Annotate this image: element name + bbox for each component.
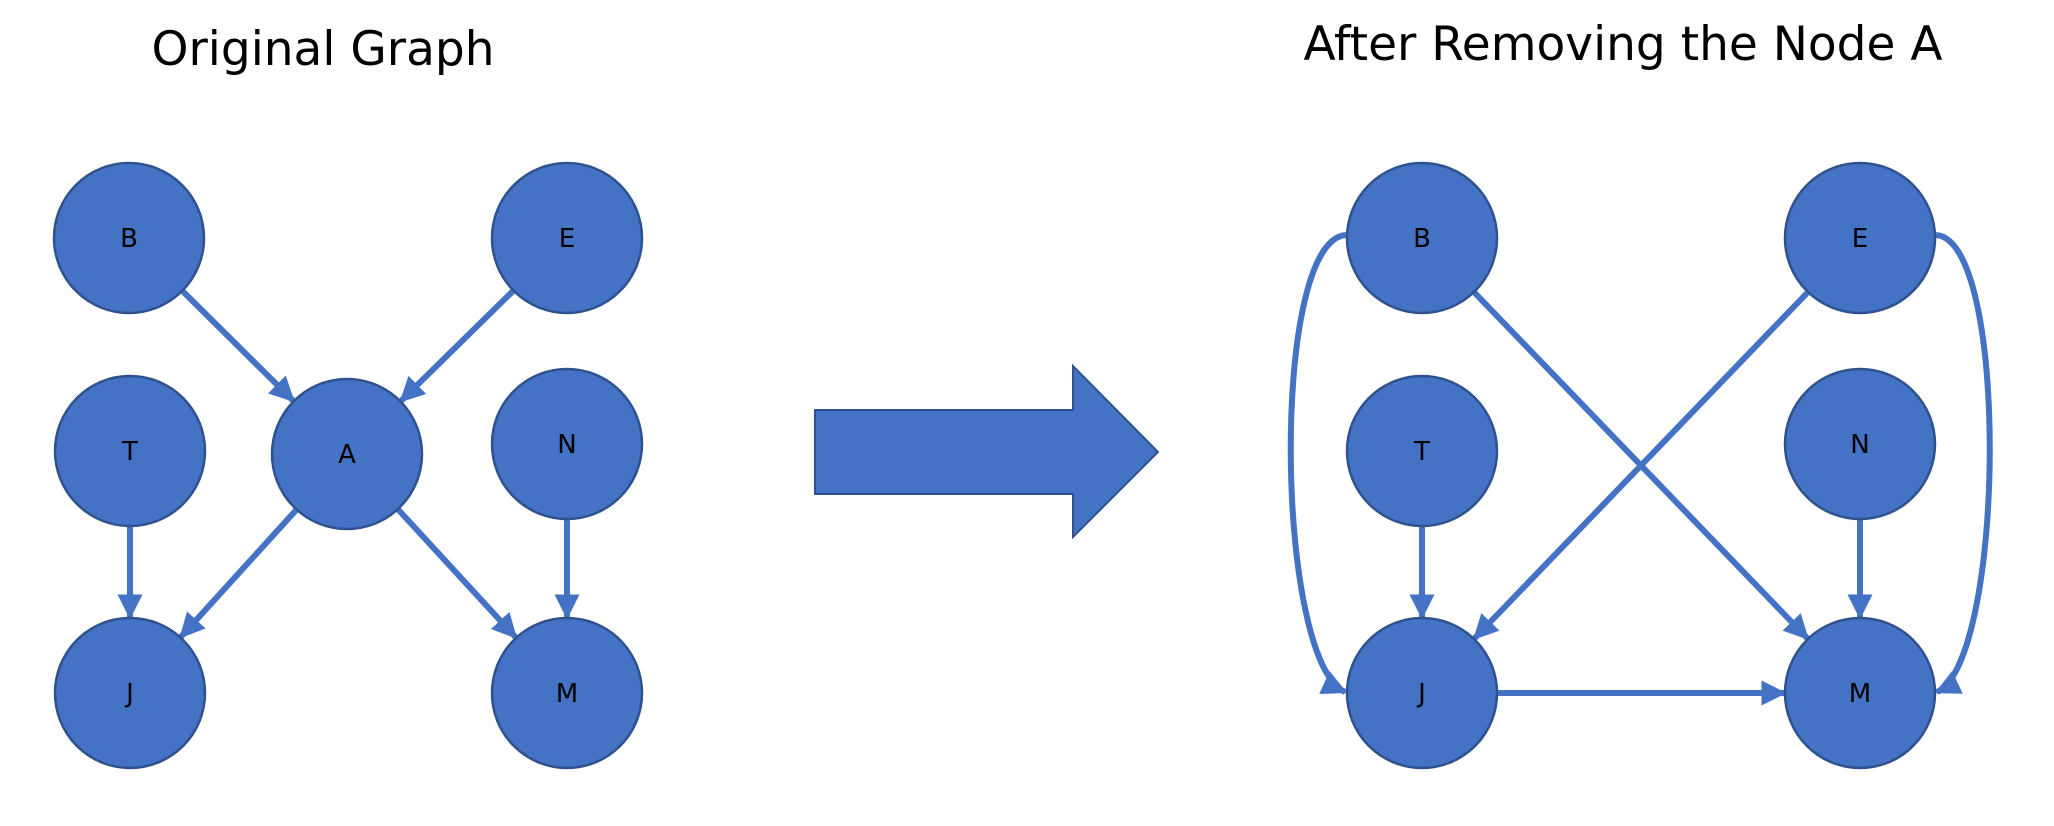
node-label: B (1413, 224, 1431, 254)
node-label: N (557, 430, 576, 460)
node-label: B (120, 224, 138, 254)
node-label: J (124, 679, 134, 709)
after-removal-title: After Removing the Node A (1303, 17, 1942, 72)
node-j: J (53, 616, 207, 770)
node-circle (490, 161, 644, 315)
node-m: M (1783, 616, 1937, 770)
edge-b-to-a (180, 289, 296, 403)
node-n: N (1783, 367, 1937, 521)
node-circle (1345, 616, 1499, 770)
node-n: N (490, 367, 644, 521)
node-circle (52, 161, 206, 315)
node-label: T (121, 437, 138, 467)
node-circle (53, 374, 207, 528)
node-circle (490, 616, 644, 770)
edge-e-to-m (1934, 232, 1993, 695)
node-label: E (559, 224, 575, 254)
node-b: B (1345, 161, 1499, 315)
original-graph-nodes: B E T A N J M (52, 161, 644, 770)
edge-e-to-j (1472, 290, 1810, 641)
node-label: J (1416, 679, 1426, 709)
node-label: M (556, 679, 578, 709)
edge-b-to-j (1287, 232, 1348, 695)
node-a: A (270, 377, 424, 531)
edge-a-to-m (396, 507, 518, 640)
node-e: E (490, 161, 644, 315)
node-t: T (53, 374, 207, 528)
node-circle (1783, 367, 1937, 521)
node-j: J (1345, 616, 1499, 770)
node-circle (490, 367, 644, 521)
transition-arrow (814, 363, 1160, 540)
node-circle (1345, 374, 1499, 528)
node-circle (53, 616, 207, 770)
after-removal-graph-nodes: B E T N J M (1345, 161, 1937, 770)
node-m: M (490, 616, 644, 770)
node-label: A (338, 440, 356, 470)
after-removal-graph-edges (1287, 232, 1993, 706)
node-label: M (1849, 679, 1871, 709)
original-graph-edges (117, 289, 580, 640)
node-circle (1345, 161, 1499, 315)
node-label: T (1413, 437, 1430, 467)
node-b: B (52, 161, 206, 315)
node-t: T (1345, 374, 1499, 528)
edge-a-to-j (178, 508, 299, 639)
node-circle (1783, 616, 1937, 770)
edge-e-to-a (399, 289, 515, 403)
node-label: E (1852, 224, 1868, 254)
node-e: E (1783, 161, 1937, 315)
node-label: N (1850, 430, 1869, 460)
node-circle (1783, 161, 1937, 315)
original-graph-title: Original Graph (151, 22, 494, 77)
node-circle (270, 377, 424, 531)
